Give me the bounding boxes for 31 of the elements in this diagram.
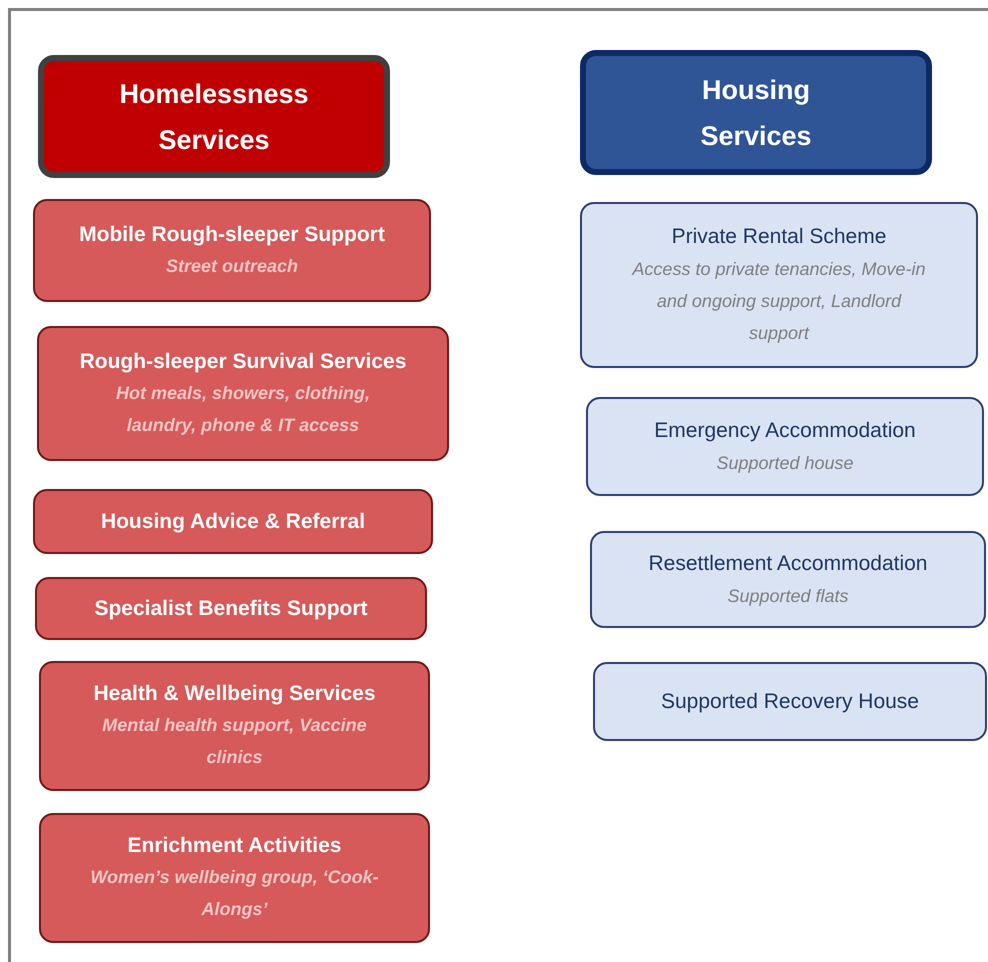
category-header xyxy=(38,55,390,178)
service-description: Women’s wellbeing group, ‘Cook-Alongs’ xyxy=(89,866,380,921)
service-card xyxy=(586,397,984,496)
service-title: Supported Recovery House xyxy=(661,688,919,714)
service-card xyxy=(33,489,433,554)
service-description: Access to private tenancies, Move-in and ongoing support, Landlord support xyxy=(630,258,927,345)
header-title: Homelessness Services xyxy=(118,78,310,156)
header-title: Housing Services xyxy=(699,74,813,152)
service-card xyxy=(37,326,449,461)
service-card xyxy=(39,813,430,943)
service-card xyxy=(590,531,986,628)
service-card xyxy=(39,661,430,791)
service-title: Resettlement Accommodation xyxy=(648,550,928,576)
service-title: Enrichment Activities xyxy=(128,833,342,859)
service-title: Emergency Accommodation xyxy=(654,418,916,444)
service-description: Hot meals, showers, clothing, laundry, phone & IT access xyxy=(114,382,372,437)
service-title: Health & Wellbeing Services xyxy=(93,681,376,707)
service-card xyxy=(35,577,427,640)
service-card xyxy=(580,202,978,368)
service-title: Housing Advice & Referral xyxy=(100,508,366,534)
service-description: Supported house xyxy=(716,452,854,475)
service-description: Supported flats xyxy=(727,584,849,608)
service-title: Rough-sleeper Survival Services xyxy=(80,348,406,374)
service-title: Specialist Benefits Support xyxy=(94,596,368,622)
service-description: Mental health support, Vaccine clinics xyxy=(101,714,368,769)
service-title: Mobile Rough-sleeper Support xyxy=(79,222,385,248)
service-description: Street outreach xyxy=(166,254,298,278)
service-card xyxy=(33,199,431,302)
service-title: Private Rental Scheme xyxy=(672,224,886,250)
service-card xyxy=(593,662,987,741)
category-header xyxy=(580,50,932,175)
